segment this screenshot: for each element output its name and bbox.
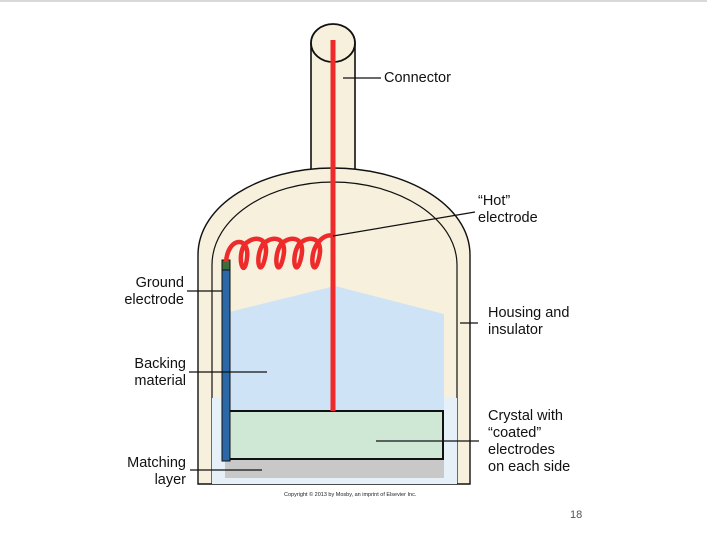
matching-layer — [225, 456, 444, 478]
label-housing: Housing and insulator — [488, 305, 570, 338]
copyright-text: Copyright © 2013 by Mosby, an imprint of… — [284, 492, 417, 498]
crystal — [228, 410, 444, 460]
page-number: 18 — [570, 509, 583, 521]
top-border — [0, 0, 707, 2]
label-ground-electrode: Ground electrode — [124, 275, 184, 308]
hot-electrode-coil — [223, 233, 334, 270]
leader-hot — [332, 211, 476, 237]
ground-electrode-bar — [221, 261, 231, 462]
label-matching: Matching layer — [127, 455, 186, 488]
label-backing: Backing material — [134, 356, 186, 389]
backing-material — [229, 286, 444, 412]
label-connector: Connector — [384, 70, 451, 86]
label-hot-electrode: “Hot” electrode — [478, 193, 538, 226]
label-crystal: Crystal with “coated” electrodes on each… — [488, 408, 571, 475]
